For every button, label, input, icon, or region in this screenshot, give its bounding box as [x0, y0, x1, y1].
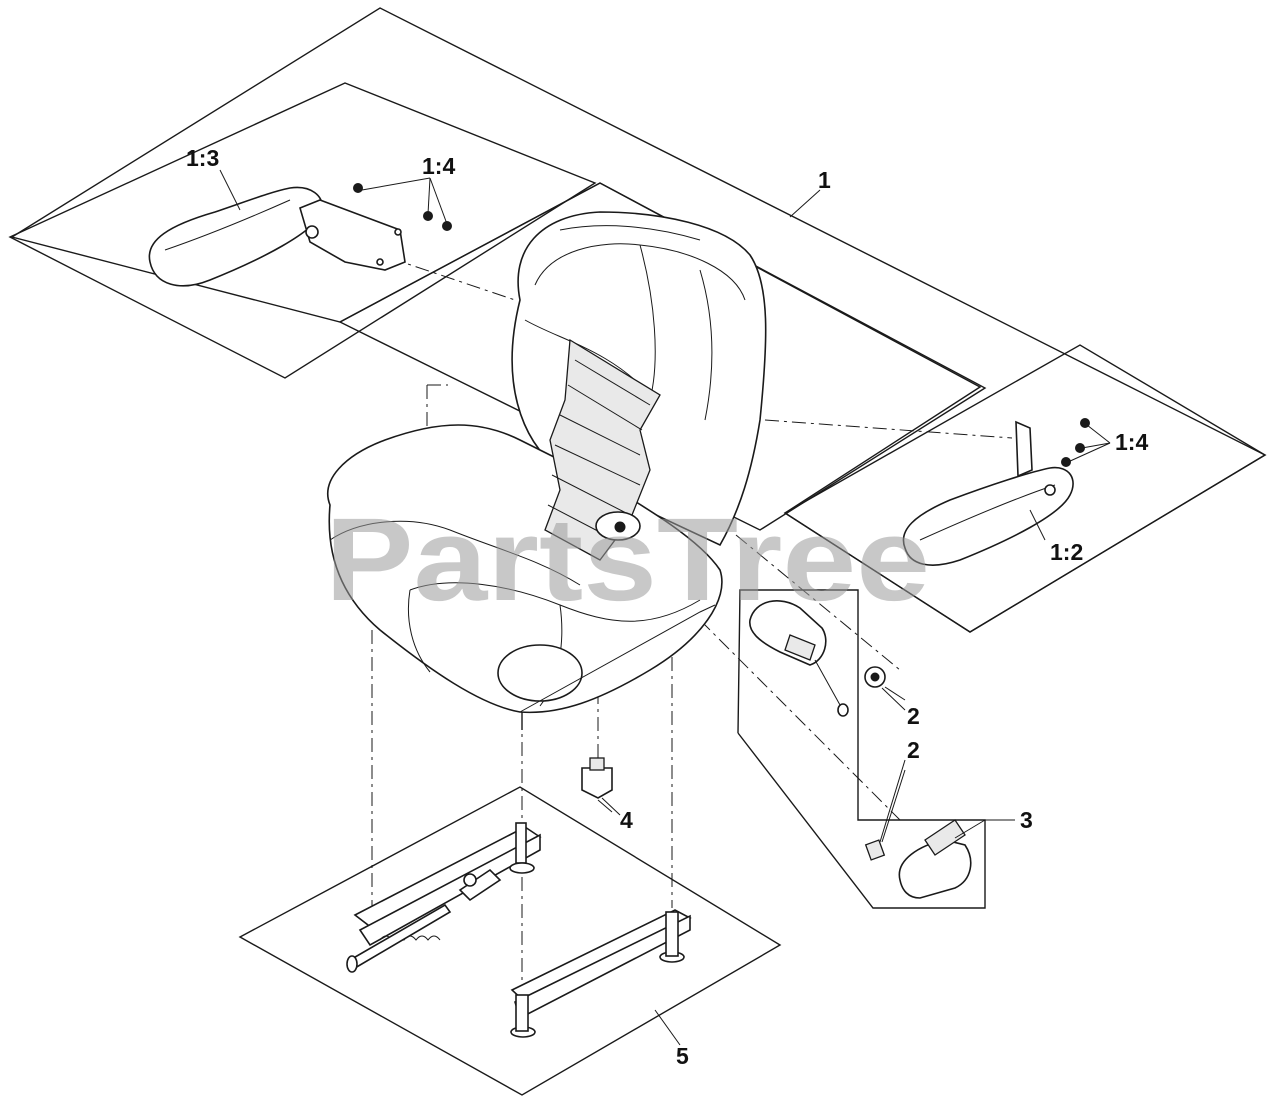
- callout-2-upper: 2: [907, 703, 920, 729]
- callout-1: 1: [818, 167, 831, 193]
- left-armrest: [148, 183, 452, 287]
- seat-latch-3: [898, 819, 986, 899]
- callout-1-4-right: 1:4: [1115, 429, 1148, 455]
- seat-switch-4: [581, 757, 613, 813]
- callout-labels: 1 1:3 1:4 1:4 1:2 2 2 3 4 5: [186, 145, 1148, 1069]
- callout-1-2: 1:2: [1050, 539, 1083, 565]
- callout-5: 5: [676, 1043, 689, 1069]
- slide-rail-right: [510, 909, 692, 1038]
- latch-box-outline: [737, 589, 986, 909]
- right-armrest-panel: [783, 344, 1267, 633]
- washer-2-upper: [864, 666, 906, 701]
- right-armrest: [902, 418, 1090, 566]
- spacer-2-lower: [864, 769, 906, 861]
- slide-rails-5-outline: [238, 786, 782, 1096]
- seat: [327, 211, 767, 730]
- leader-lines: [219, 169, 1111, 1046]
- watermark: PartsTree: [325, 494, 930, 626]
- slide-rail-left: [346, 822, 542, 973]
- callout-4: 4: [620, 807, 633, 833]
- seat-belt-buckle: [749, 600, 849, 717]
- callout-1-3: 1:3: [186, 145, 219, 171]
- callout-2-lower: 2: [907, 737, 920, 763]
- left-armrest-panel: [8, 82, 597, 379]
- callout-3: 3: [1020, 807, 1033, 833]
- callout-1-4-top: 1:4: [422, 153, 455, 179]
